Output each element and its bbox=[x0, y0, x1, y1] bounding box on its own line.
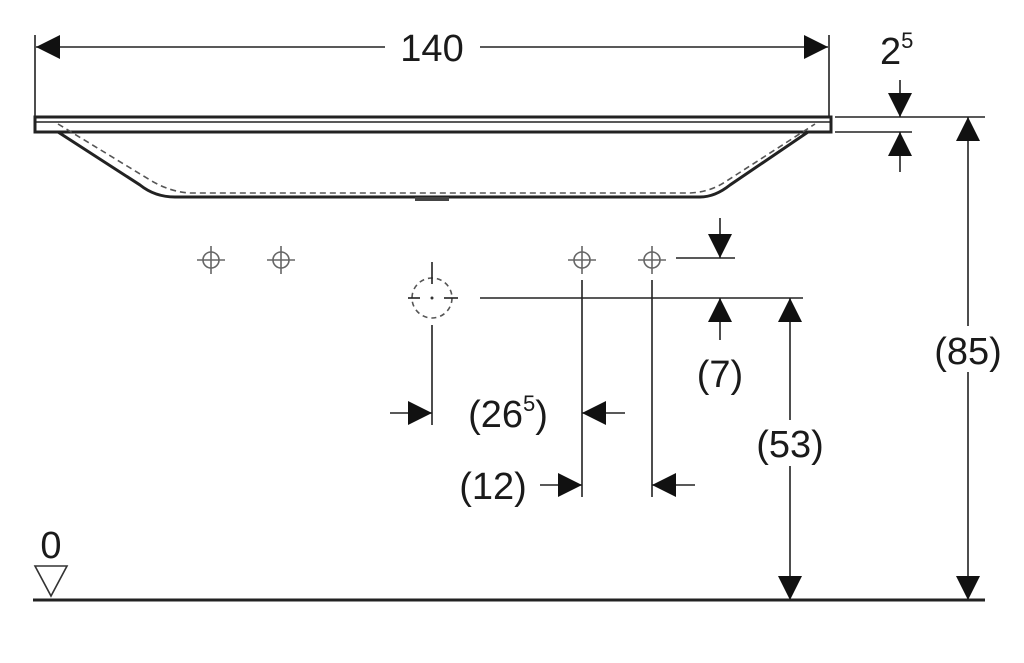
crosshair-icon bbox=[568, 246, 596, 274]
tap-spacing-dimension: (12) bbox=[459, 466, 695, 508]
width-dimension: 140 bbox=[34, 28, 830, 118]
drain-outlet bbox=[415, 197, 449, 201]
svg-text:(85): (85) bbox=[934, 331, 1002, 373]
svg-text:25: 25 bbox=[880, 28, 913, 73]
floor-level: 0 bbox=[33, 525, 985, 602]
svg-text:(12): (12) bbox=[459, 466, 527, 508]
drain-to-tap-dimension: (265) bbox=[390, 391, 625, 436]
svg-text:(53): (53) bbox=[756, 424, 824, 466]
svg-text:0: 0 bbox=[40, 525, 61, 567]
svg-text:(7): (7) bbox=[697, 354, 743, 396]
tap-offset-dimension: (7) bbox=[676, 218, 743, 396]
level-triangle-icon bbox=[33, 565, 69, 598]
washbasin-profile bbox=[33, 115, 833, 201]
crosshair-icon bbox=[267, 246, 295, 274]
width-label: 140 bbox=[400, 28, 463, 70]
crosshair-icon bbox=[197, 246, 225, 274]
svg-text:(265): (265) bbox=[468, 391, 548, 436]
total-height-dimension: (85) bbox=[835, 116, 1008, 600]
tap-hole-markers bbox=[197, 246, 666, 274]
crosshair-icon bbox=[638, 246, 666, 274]
drain-position-marker bbox=[408, 262, 803, 425]
drain-height-dimension: (53) bbox=[752, 298, 828, 600]
slab-thickness-dimension: 25 bbox=[835, 28, 913, 172]
